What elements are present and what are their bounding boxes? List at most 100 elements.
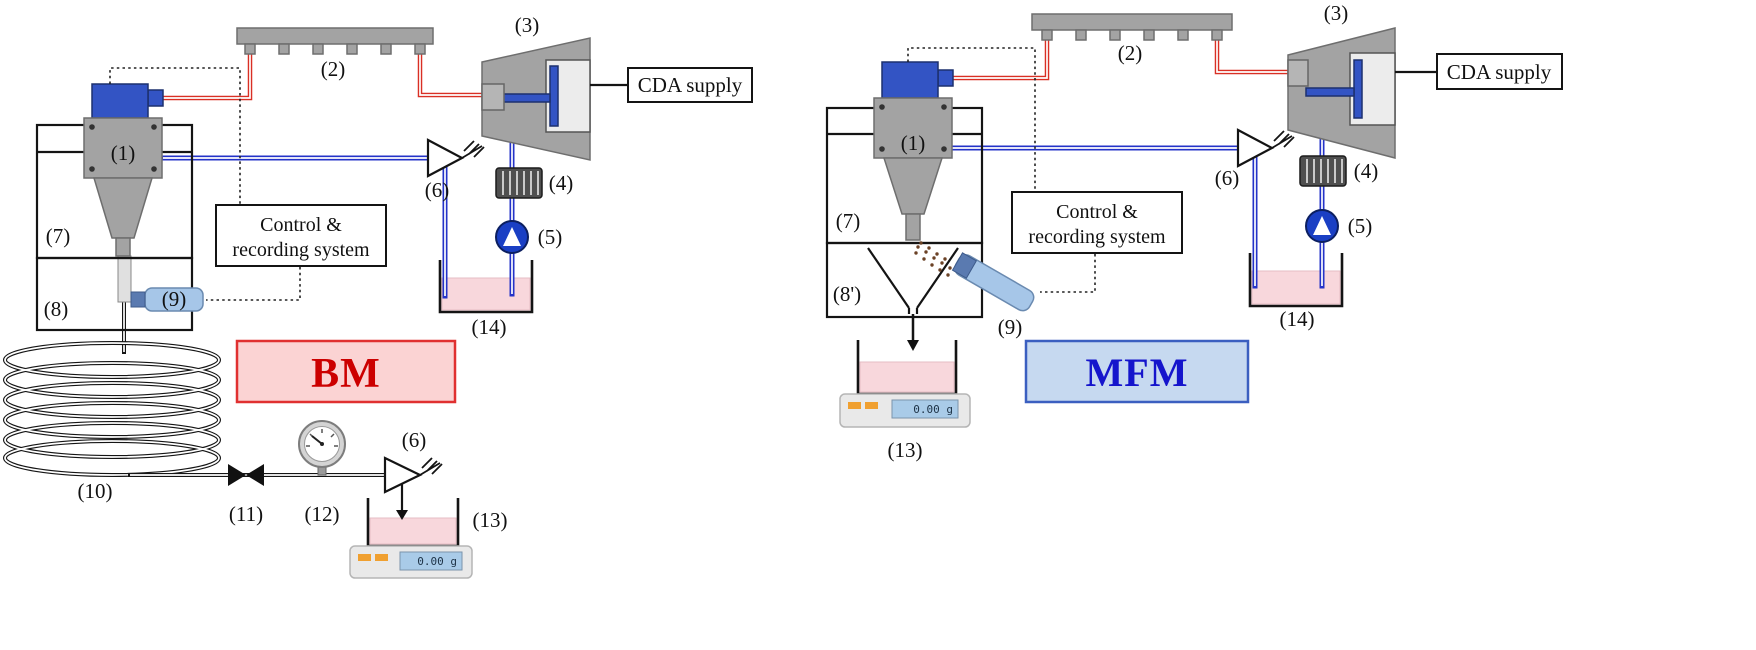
scale-reading: 0.00 g (417, 555, 457, 568)
dispenser-body (873, 97, 953, 159)
dispenser-connector (147, 89, 164, 107)
air-manifold (236, 27, 434, 55)
scale-display (399, 551, 463, 571)
red-tube-manifold-to-dispenser (163, 54, 250, 98)
label-11: (11) (229, 502, 263, 526)
scale-reading: 0.00 g (913, 403, 953, 416)
label-6-top: (6) (425, 178, 450, 202)
piston-rod (501, 93, 551, 103)
beaker-13-liquid (859, 361, 955, 393)
mfm-title-box: MFM (1024, 339, 1250, 404)
control-recording-box: Control & recording system (1011, 191, 1183, 254)
gauge-needle (311, 435, 323, 445)
dispenser-nozzle-tip (905, 213, 921, 241)
dispenser-solenoid (91, 83, 149, 119)
control-box-line1: Control & (260, 214, 342, 236)
cda-supply-box: CDA supply (1436, 53, 1563, 90)
scale-display (891, 399, 959, 419)
control-box-line2: recording system (232, 239, 370, 261)
cda-supply-box: CDA supply (627, 67, 753, 103)
scale-button (865, 402, 878, 409)
label-9: (9) (998, 315, 1023, 339)
manifold-ports (244, 43, 426, 55)
control-wire-dispenser (907, 47, 1036, 191)
cda-supply-label: CDA supply (638, 73, 743, 97)
reservoir-14 (1248, 253, 1344, 308)
label-3: (3) (515, 13, 540, 37)
control-wire-dispenser (109, 67, 241, 204)
air-cylinder (481, 37, 591, 161)
label-7: (7) (836, 209, 861, 233)
flow-arrow-down (396, 510, 408, 520)
label-12: (12) (305, 502, 340, 526)
label-13: (13) (888, 438, 923, 462)
tube-coil (3, 341, 221, 477)
dispenser-solenoid (881, 61, 939, 99)
label-7: (7) (46, 224, 71, 248)
pump (495, 220, 529, 254)
shutoff-valve (228, 464, 264, 486)
mfm-setup: CDA supply Control & recording system MF… (825, 1, 1563, 462)
dispenser-connector (937, 69, 954, 87)
control-wire-sensor (206, 267, 301, 301)
control-box-line1: Control & (1056, 201, 1138, 223)
red-tube-manifold-to-dispenser (953, 40, 1047, 78)
scale-button (848, 402, 861, 409)
label-5: (5) (1348, 214, 1373, 238)
label-9: (9) (162, 287, 187, 311)
reservoir-14-liquid (1251, 270, 1341, 305)
funnel (867, 247, 959, 351)
dispenser-nozzle-taper (882, 157, 944, 215)
bm-title-box: BM (235, 339, 457, 404)
nozzle-sleeve (117, 255, 132, 303)
needle-valve-top (426, 138, 485, 178)
control-wire-sensor (1040, 254, 1096, 293)
label-6: (6) (1215, 166, 1240, 190)
label-13: (13) (473, 508, 508, 532)
flow-arrow-down (907, 340, 919, 351)
label-1: (1) (111, 141, 136, 165)
label-6-bottom: (6) (402, 428, 427, 452)
label-1: (1) (901, 131, 926, 155)
level-sensor (130, 287, 204, 312)
label-4: (4) (549, 171, 574, 195)
needle-valve-bottom (383, 456, 443, 494)
control-recording-box: Control & recording system (215, 204, 387, 267)
needle-valve (1236, 128, 1295, 168)
label-3: (3) (1324, 1, 1349, 25)
piston-plate (549, 65, 559, 127)
air-manifold (1031, 13, 1233, 41)
piston-plate (1353, 59, 1363, 119)
dispenser-nozzle-tip (115, 237, 131, 257)
scale-button (358, 554, 371, 561)
label-2: (2) (1118, 41, 1143, 65)
dispenser-nozzle-taper (92, 177, 154, 239)
red-tube-manifold-to-cylinder (1217, 40, 1290, 72)
shadowgraph-sensor (951, 252, 1035, 312)
dispenser (873, 61, 954, 241)
balance-scale: 0.00 g (839, 393, 971, 428)
air-fitting (481, 83, 505, 111)
beaker-13-liquid (369, 517, 457, 545)
label-8-prime: (8') (833, 282, 861, 306)
reservoir-14 (438, 260, 534, 314)
label-14: (14) (472, 315, 507, 339)
pump (1305, 209, 1339, 243)
red-tube-manifold-to-cylinder (420, 54, 483, 95)
cda-supply-label: CDA supply (1447, 60, 1552, 84)
air-cylinder (1287, 27, 1396, 159)
control-box-line2: recording system (1028, 226, 1166, 248)
label-14: (14) (1280, 307, 1315, 331)
label-2: (2) (321, 57, 346, 81)
label-5: (5) (538, 225, 563, 249)
motor (1299, 155, 1347, 187)
reservoir-14-liquid (441, 277, 531, 311)
label-4: (4) (1354, 159, 1379, 183)
motor (495, 167, 543, 199)
bm-method-label: BM (311, 351, 381, 397)
bm-setup: CDA supply Control & recording system BM… (3, 13, 753, 579)
scale-button (375, 554, 388, 561)
air-fitting (1287, 59, 1309, 87)
piston-rod (1305, 87, 1355, 97)
